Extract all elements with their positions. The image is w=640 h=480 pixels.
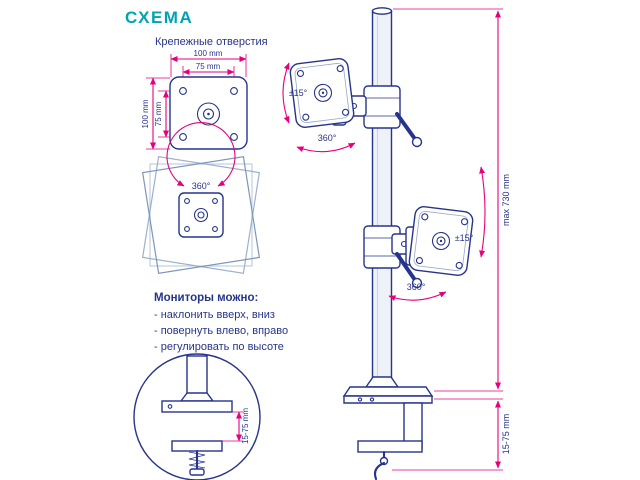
screw-hole	[296, 69, 305, 78]
adjustment-handle-bottom	[395, 252, 417, 282]
screw-hole	[421, 213, 429, 221]
features-heading: Мониторы можно:	[154, 292, 258, 304]
center-boss	[431, 231, 451, 251]
extension-lines	[392, 398, 503, 471]
screw-hole	[455, 261, 463, 269]
tilt-arrow-bottom	[479, 166, 486, 258]
screw-hole	[341, 108, 350, 116]
dim-100mm-v-label: 100 mm	[141, 99, 150, 128]
screw-hole	[230, 133, 238, 141]
detail-spring	[188, 451, 206, 469]
center-boss-inner	[318, 88, 328, 98]
screw-hole	[212, 198, 218, 204]
screw-hole	[302, 113, 310, 121]
vesa-plate-bottom	[408, 206, 474, 276]
pole-clamp-collar-top	[363, 85, 401, 129]
base-plate-front	[343, 395, 433, 404]
detail-top-plate	[161, 400, 233, 413]
handle-knob-bottom	[411, 277, 423, 289]
clamp-jaw	[357, 440, 423, 453]
rotation-arc-bottom	[388, 291, 447, 302]
screw-hole	[184, 226, 190, 232]
feature-item: - наклонить вверх, вниз	[154, 309, 275, 321]
clamp-range-label: 15-75 mm	[501, 414, 511, 455]
detail-knob	[189, 468, 205, 476]
vesa-plate-top	[289, 58, 355, 128]
handle-knob-top	[411, 136, 423, 148]
detail-circle-outline	[133, 353, 261, 480]
detail-pole	[186, 355, 208, 396]
dim-75mm-v-label: 75 mm	[154, 101, 163, 126]
max-height-label: max 730 mm	[501, 174, 511, 226]
screw-hole	[415, 256, 424, 265]
pole-cap	[371, 7, 393, 15]
rotation-label-top: 360°	[318, 133, 337, 143]
center-boss-inner	[202, 108, 215, 120]
detail-bolt	[167, 404, 173, 409]
rotation-arc	[166, 122, 236, 187]
mounting-holes-label: Крепежные отверстия	[155, 36, 268, 48]
tilt-label-bottom: ±15°	[455, 233, 474, 243]
rotation-frame	[149, 163, 253, 267]
tilt-label-top: ±15°	[289, 88, 308, 98]
rotation-360-label: 360°	[192, 181, 211, 191]
pole-assembly	[371, 7, 393, 389]
screw-hole	[460, 218, 469, 226]
center-dot	[321, 91, 325, 95]
dim-100mm-h-label: 100 mm	[194, 49, 223, 58]
rotation-square-diagram: 360°	[141, 122, 261, 275]
desk-clamp	[342, 376, 434, 480]
extension-lines	[393, 8, 503, 392]
features-text: Мониторы можно: - наклонить вверх, вниз …	[154, 292, 288, 353]
collar-split-lines	[364, 97, 400, 117]
diagram-title: СХЕМА	[125, 8, 193, 27]
center-boss-inner	[197, 211, 205, 219]
screw-hole	[179, 133, 187, 141]
screw-hole	[230, 87, 238, 95]
base-plate-top	[342, 386, 434, 397]
tilt-arrow-top	[282, 62, 290, 124]
detail-bottom-jaw	[171, 440, 223, 452]
pole-base-flare	[364, 376, 400, 388]
center-dot	[207, 112, 210, 116]
clamp-detail-dim-label: 15-75 mm	[241, 408, 250, 444]
base-bolt	[357, 397, 363, 402]
feature-item: - регулировать по высоте	[154, 341, 284, 353]
screw-hole	[336, 65, 344, 73]
screw-hole	[212, 226, 218, 232]
dim-75mm-h-label: 75 mm	[196, 62, 221, 71]
base-bolt	[369, 397, 375, 402]
rotation-arc-top	[296, 142, 356, 153]
vesa-plate-front-view: 100 mm 75 mm 100 mm 75 mm	[141, 49, 248, 150]
clamp-screw-handle	[373, 461, 386, 480]
center-boss	[313, 83, 333, 102]
bottom-monitor-mount: ±15° 360°	[363, 166, 486, 302]
center-dot	[439, 239, 443, 243]
plate-inner-line	[294, 63, 350, 123]
center-boss	[196, 102, 221, 126]
rotation-label-bottom: 360°	[407, 282, 426, 292]
center-boss	[193, 207, 209, 223]
small-vesa-plate	[178, 192, 224, 238]
height-dimensions: max 730 mm 15-75 mm	[392, 8, 511, 471]
pole	[371, 10, 393, 389]
feature-item: - повернуть влево, вправо	[154, 325, 288, 337]
top-monitor-mount: ±15° 360°	[282, 58, 423, 153]
screw-hole	[184, 198, 190, 204]
screw-hole	[179, 87, 187, 95]
clamp-detail-circle: 15-75 mm	[133, 353, 261, 480]
plate-inner-line	[413, 211, 469, 271]
rotation-frame	[141, 155, 261, 275]
center-boss-inner	[436, 236, 446, 246]
detail-pole-flare	[179, 392, 215, 402]
adjustment-handle-top	[395, 112, 417, 141]
rotation-frame	[141, 155, 261, 275]
